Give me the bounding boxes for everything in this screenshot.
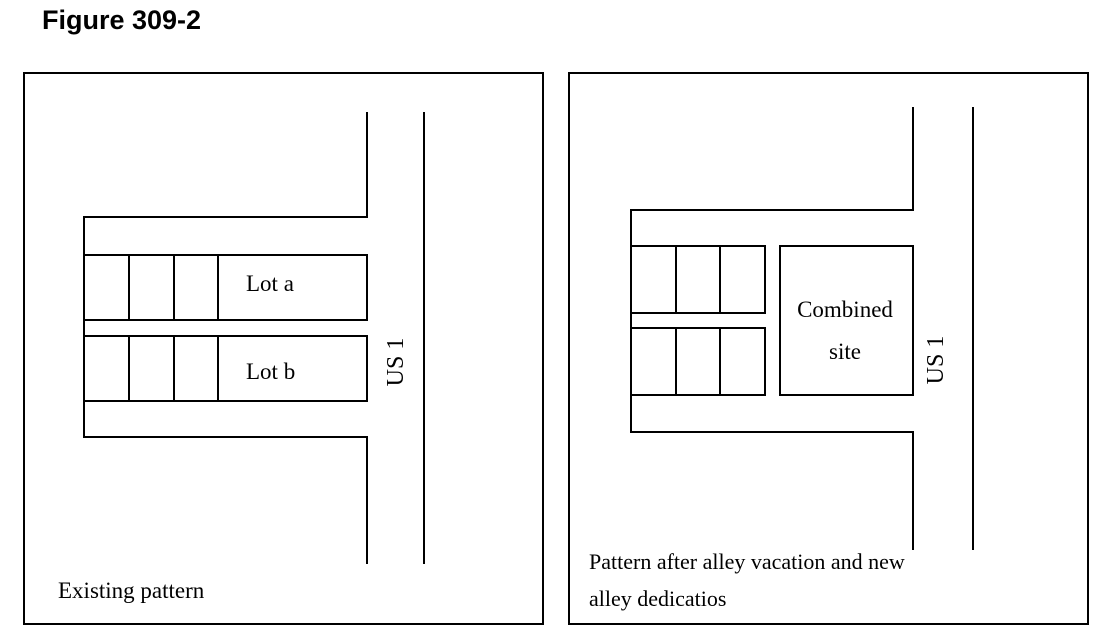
combined-site-label-line1: Combined: [797, 297, 893, 322]
combined-site-label-line2: site: [829, 339, 861, 364]
lot-a-label: Lot a: [246, 271, 294, 296]
right-panel-frame: [568, 72, 1089, 625]
right-panel-caption-line2: alley dedicatios: [589, 586, 726, 611]
figure-title: Figure 309-2: [42, 5, 202, 35]
combined-site-block: [779, 245, 914, 396]
left-panel-frame: [23, 72, 544, 625]
right-lot-row-b: [630, 327, 766, 396]
right-lot-row-a: [630, 245, 766, 314]
right-us1-label: US 1: [923, 336, 949, 385]
left-street-outline: [83, 112, 368, 564]
right-panel-caption-line1: Pattern after alley vacation and new: [589, 549, 905, 574]
right-street-outline: [630, 107, 914, 550]
left-lot-row-b: [83, 335, 368, 402]
lot-b-label: Lot b: [246, 359, 295, 384]
left-lot-row-a: [83, 254, 368, 321]
left-panel-caption: Existing pattern: [58, 578, 205, 603]
left-us1-label: US 1: [383, 338, 409, 387]
